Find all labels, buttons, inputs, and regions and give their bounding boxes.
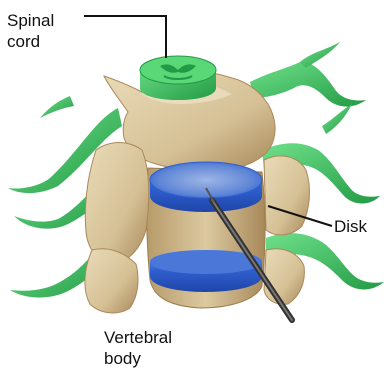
spinal-cord (140, 56, 216, 100)
disk-label: Disk (334, 216, 367, 237)
lower-disk (150, 250, 262, 292)
spinal-cord-label-line2: cord (7, 31, 54, 52)
nerve-root (300, 42, 340, 68)
vertebral-body-label-line1: Vertebral (104, 327, 172, 348)
spinal-cord-label-line1: Spinal (7, 10, 54, 31)
nerve-root (250, 62, 366, 107)
vertebral-body-label: Vertebral body (104, 327, 172, 369)
nerve-root (322, 104, 352, 134)
nerve-root (40, 96, 74, 118)
upper-disk (150, 162, 262, 212)
vertebral-body-label-line2: body (104, 348, 172, 369)
spinal-cord-leader-line (84, 16, 166, 58)
spinal-cord-label: Spinal cord (7, 10, 54, 52)
